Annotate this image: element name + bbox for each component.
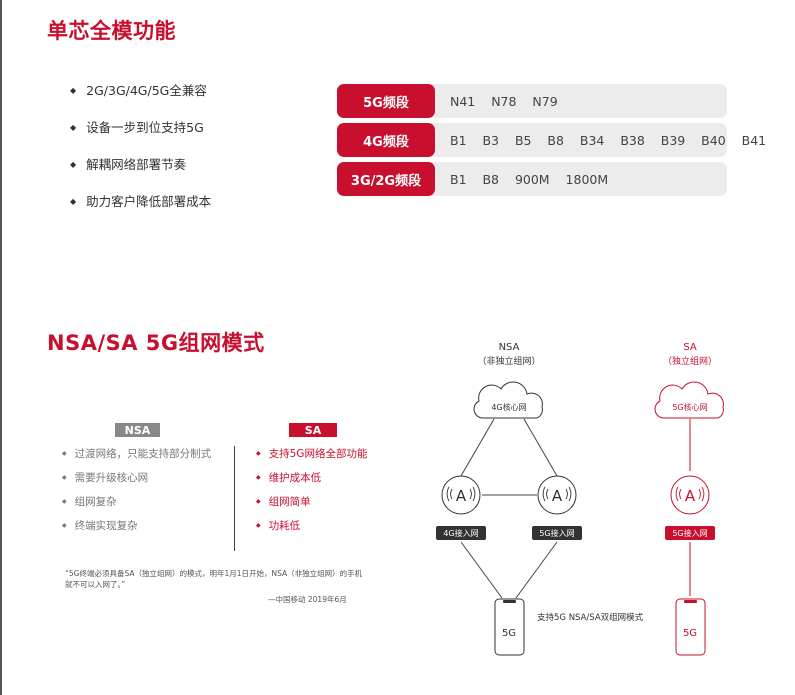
section-title-networking-mode: NSA/SA 5G组网模式 <box>47 331 265 355</box>
page-edge <box>0 0 2 695</box>
nsa-4g-antenna-icon: A <box>441 475 481 515</box>
feature-item: ◆ 设备一步到位支持5G <box>70 117 204 136</box>
nsa-core-cloud-icon: 4G核心网 <box>473 381 543 419</box>
nsa-item: ◆组网复杂 <box>62 496 117 508</box>
svg-text:5G: 5G <box>683 628 697 639</box>
band-label: 4G频段 <box>337 123 435 157</box>
feature-text: 助力客户降低部署成本 <box>86 194 212 209</box>
nsa-item: ◆过渡网络，只能支持部分制式 <box>62 448 212 460</box>
sa-item: ◆组网简单 <box>256 496 311 508</box>
svg-text:4G接入网: 4G接入网 <box>443 528 478 538</box>
band-values: B1 B8 900M 1800M <box>450 171 609 187</box>
diamond-bullet-icon: ◆ <box>70 86 77 95</box>
feature-item: ◆ 2G/3G/4G/5G全兼容 <box>70 80 207 99</box>
feature-text: 2G/3G/4G/5G全兼容 <box>86 83 207 98</box>
band-row-4g: 4G频段 B1 B3 B5 B8 B34 B38 B39 B40 B41 <box>337 123 766 157</box>
nsa-5g-access-badge: 5G接入网 <box>532 526 582 540</box>
diamond-bullet-icon: ◆ <box>62 522 67 529</box>
sa-diagram-title: SA <box>683 342 697 353</box>
sa-phone-icon: 5G <box>675 598 706 656</box>
quote-source: —中国移动 2019年6月 <box>268 595 347 604</box>
diamond-bullet-icon: ◆ <box>256 450 261 457</box>
feature-item: ◆ 解耦网络部署节奏 <box>70 154 186 173</box>
svg-text:5G接入网: 5G接入网 <box>672 528 707 538</box>
band-values: B1 B3 B5 B8 B34 B38 B39 B40 B41 <box>450 132 767 148</box>
svg-text:5G接入网: 5G接入网 <box>539 528 574 538</box>
svg-text:A: A <box>456 487 467 505</box>
nsa-connection-lines <box>460 418 558 599</box>
diamond-bullet-icon: ◆ <box>256 498 261 505</box>
band-values: N41 N78 N79 <box>450 93 558 109</box>
sa-item: ◆功耗低 <box>256 520 301 532</box>
nsa-5g-antenna-icon: A <box>537 475 577 515</box>
band-row-5g: 5G频段 N41 N78 N79 <box>337 84 727 118</box>
diamond-bullet-icon: ◆ <box>256 522 261 529</box>
sa-5g-antenna-icon: A <box>670 475 710 515</box>
feature-text: 解耦网络部署节奏 <box>86 157 187 172</box>
diamond-bullet-icon: ◆ <box>70 197 77 206</box>
quote-text: “5G终端必须具备SA（独立组网）的模式，明年1月1日开始，NSA（非独立组网）… <box>65 569 363 589</box>
diamond-bullet-icon: ◆ <box>256 474 261 481</box>
band-label: 5G频段 <box>337 84 435 118</box>
band-label: 3G/2G频段 <box>337 162 435 196</box>
sa-tag: SA <box>289 423 337 437</box>
svg-text:A: A <box>552 487 563 505</box>
band-row-3g2g: 3G/2G频段 B1 B8 900M 1800M <box>337 162 727 196</box>
nsa-item: ◆需要升级核心网 <box>62 472 149 484</box>
nsa-4g-access-badge: 4G接入网 <box>436 526 486 540</box>
sa-diagram-subtitle: （独立组网） <box>663 355 717 367</box>
diamond-bullet-icon: ◆ <box>70 123 77 132</box>
dual-mode-label: 支持5G NSA/SA双组网模式 <box>537 612 644 623</box>
sa-item: ◆维护成本低 <box>256 472 322 484</box>
nsa-item: ◆终端实现复杂 <box>62 520 138 532</box>
svg-text:A: A <box>685 487 696 505</box>
diamond-bullet-icon: ◆ <box>62 474 67 481</box>
svg-text:5G: 5G <box>502 628 516 639</box>
feature-text: 设备一步到位支持5G <box>86 120 204 135</box>
nsa-core-label: 4G核心网 <box>491 402 526 412</box>
nsa-diagram-subtitle: （非独立组网） <box>477 355 540 367</box>
sa-core-cloud-icon: 5G核心网 <box>654 381 724 419</box>
diamond-bullet-icon: ◆ <box>70 160 77 169</box>
sa-item: ◆支持5G网络全部功能 <box>256 448 368 460</box>
feature-item: ◆ 助力客户降低部署成本 <box>70 191 211 210</box>
sa-5g-access-badge: 5G接入网 <box>665 526 715 540</box>
nsa-tag: NSA <box>115 423 160 437</box>
sa-core-label: 5G核心网 <box>672 402 707 412</box>
nsa-diagram-title: NSA <box>499 342 520 353</box>
diamond-bullet-icon: ◆ <box>62 450 67 457</box>
nsa-phone-icon: 5G <box>494 598 525 656</box>
column-divider <box>234 446 235 551</box>
diamond-bullet-icon: ◆ <box>62 498 67 505</box>
section-title-full-mode: 单芯全模功能 <box>47 19 176 43</box>
